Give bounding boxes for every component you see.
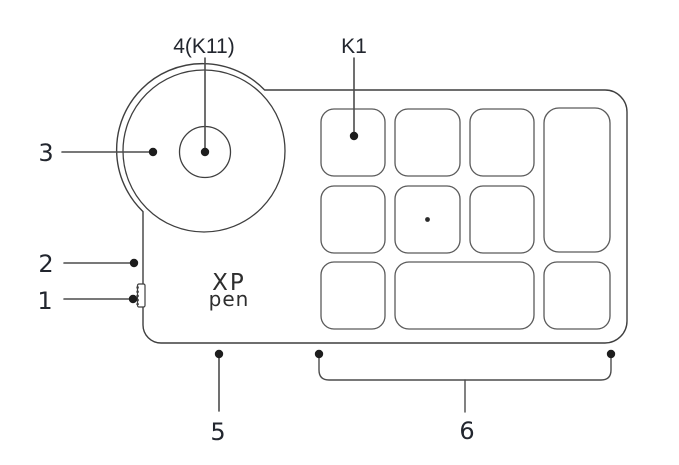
device-body — [115, 62, 628, 344]
dot-key-k1 — [349, 131, 359, 141]
key-k6 — [394, 185, 461, 254]
dot-roller-dial — [148, 147, 158, 157]
callout-label-roller-dial: 3 — [38, 139, 53, 167]
key-k1 — [320, 108, 386, 177]
callout-label-usb-port: 5 — [210, 418, 225, 446]
callout-label-indicator: 2 — [38, 250, 53, 278]
key-k3 — [469, 108, 535, 177]
device-body-outline — [115, 62, 628, 344]
callout-label-dial-button: 4(K11) — [173, 35, 234, 58]
dot-usb-port — [214, 349, 224, 359]
scroll-dial — [122, 69, 286, 233]
keypad — [320, 107, 611, 330]
key-k10 — [543, 261, 611, 330]
callout-labels: 4(K11) K1 3 2 1 5 6 — [37, 35, 474, 446]
callout-leaders — [61, 57, 612, 413]
power-switch — [136, 283, 146, 308]
key-k5 — [320, 185, 386, 254]
callout-label-bottom-strip: 6 — [459, 417, 474, 445]
key-k9-wide — [394, 261, 535, 330]
key-k4-tall — [543, 107, 611, 253]
bottom-strip-bracket — [318, 353, 612, 381]
brand-logo-line2: pen — [209, 287, 250, 311]
dot-power-switch — [128, 294, 138, 304]
brand-logo-line1: XP — [212, 270, 246, 296]
dot-bottom-strip-left — [314, 349, 324, 359]
key-k7 — [469, 185, 535, 254]
key-k8 — [320, 261, 386, 330]
dot-indicator — [129, 258, 139, 268]
brand-logo: XP pen — [209, 270, 250, 311]
key-k2 — [394, 108, 461, 177]
callout-dots — [128, 131, 616, 359]
callout-label-key-k1: K1 — [341, 35, 367, 58]
callout-label-power-switch: 1 — [37, 287, 52, 315]
tactile-dot-icon — [425, 217, 430, 222]
dot-dial-button — [200, 147, 210, 157]
dot-bottom-strip-right — [606, 349, 616, 359]
